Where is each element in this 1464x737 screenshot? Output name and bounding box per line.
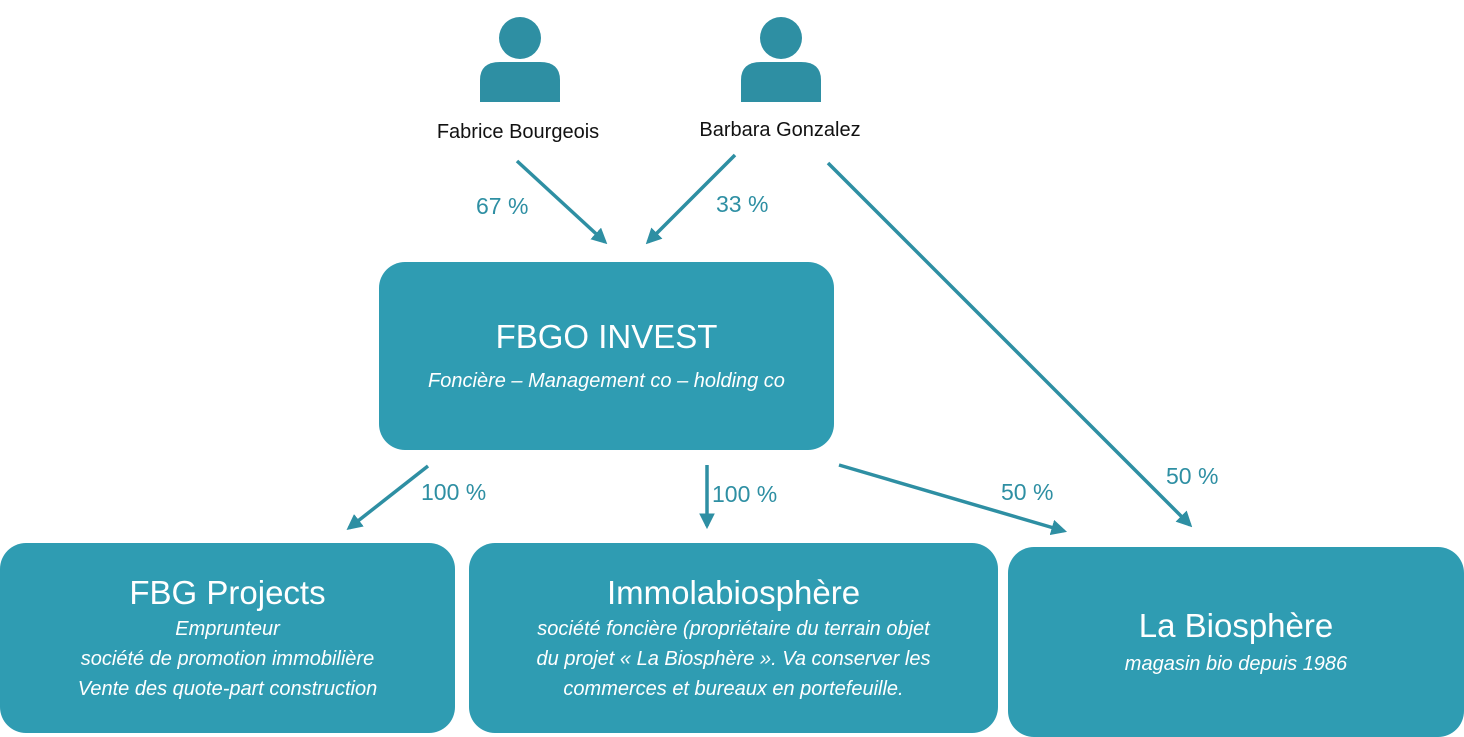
entity-description: magasin bio depuis 1986 <box>1124 652 1348 675</box>
arrow-barbara-to-fbgo <box>645 153 737 245</box>
entity-fbgo-invest: FBGO INVEST Foncière – Management co – h… <box>379 262 834 450</box>
entity-description-line: commerces et bureaux en portefeuille. <box>563 677 904 700</box>
entity-description-line: société de promotion immobilière <box>80 647 375 670</box>
entity-title: FBGO INVEST <box>495 318 718 356</box>
entity-immolabiosphere: Immolabiosphère société foncière (propri… <box>469 543 998 733</box>
entity-description-line: Vente des quote-part construction <box>77 677 378 700</box>
person-icon <box>480 17 560 102</box>
entity-title: Immolabiosphère <box>606 574 861 612</box>
arrow-fbgo-to-biosphere <box>838 463 1068 536</box>
person-fabrice <box>460 14 580 104</box>
entity-description-line: du projet « La Biosphère ». Va conserver… <box>536 647 931 670</box>
entity-title: FBG Projects <box>129 574 326 612</box>
pct-fbgo-biosphere: 50 % <box>1001 479 1054 505</box>
pct-barbara-fbgo: 33 % <box>716 191 769 217</box>
arrow-fabrice-to-fbgo <box>515 159 608 245</box>
entity-description: Foncière – Management co – holding co <box>428 369 785 392</box>
arrow-fbgo-to-fbg-projects <box>346 464 430 530</box>
arrow-barbara-to-biosphere <box>826 161 1193 528</box>
person-icon <box>741 17 821 102</box>
entity-fbg-projects: FBG Projects Emprunteur société de promo… <box>0 543 455 733</box>
person-barbara <box>721 14 841 104</box>
entity-description-line: Emprunteur <box>175 617 280 640</box>
entity-description-line: société foncière (propriétaire du terrai… <box>537 617 930 640</box>
pct-fabrice-fbgo: 67 % <box>476 193 529 219</box>
pct-barbara-biosphere: 50 % <box>1166 463 1219 489</box>
person-name-fabrice: Fabrice Bourgeois <box>436 121 600 143</box>
entity-title: La Biosphère <box>1138 607 1334 645</box>
pct-fbgo-immolabiosphere: 100 % <box>712 481 778 507</box>
person-name-barbara: Barbara Gonzalez <box>699 119 861 141</box>
pct-fbgo-fbg-projects: 100 % <box>421 479 487 505</box>
entity-la-biosphere: La Biosphère magasin bio depuis 1986 <box>1008 547 1464 737</box>
